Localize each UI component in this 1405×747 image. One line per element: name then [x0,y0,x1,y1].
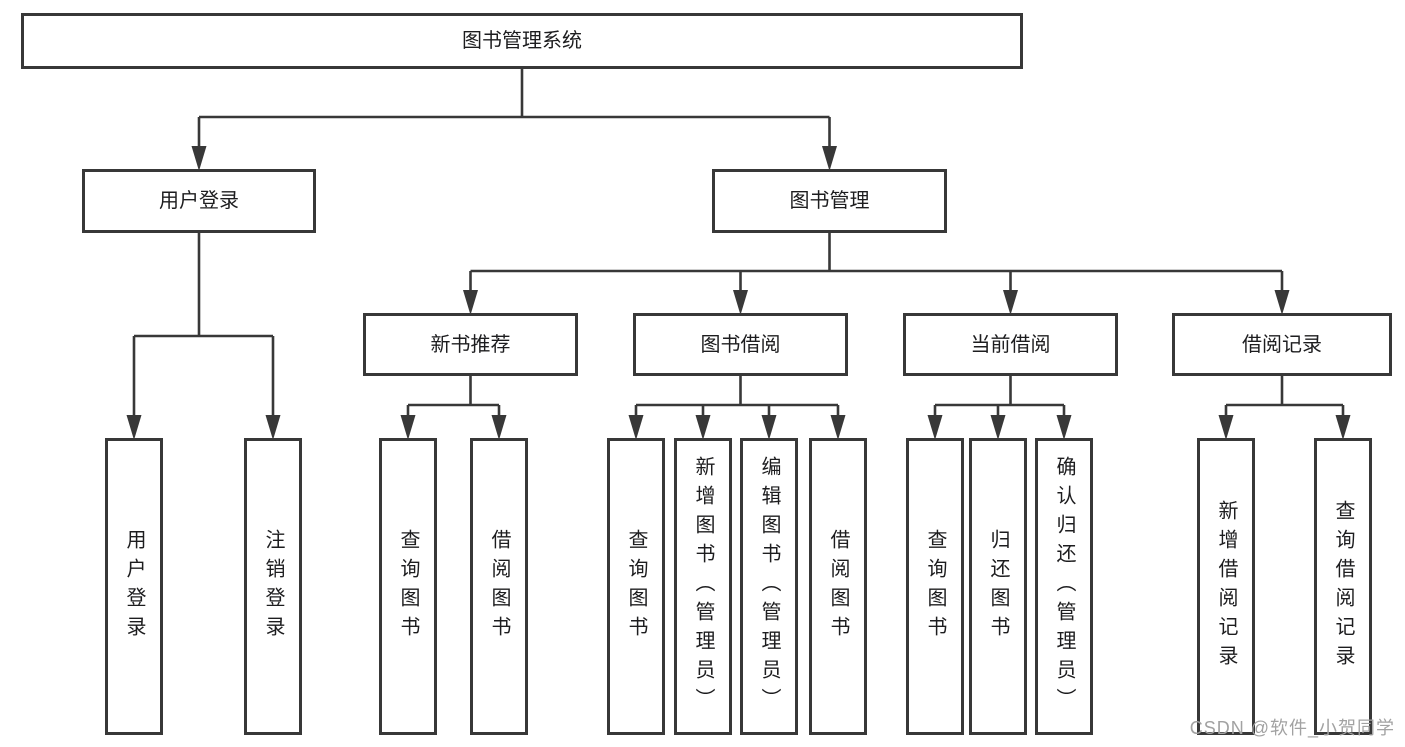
node-nbr-query: 查询图书 [379,438,437,735]
node-leaf-user-login: 用户登录 [105,438,163,735]
node-bb-edit: 编辑图书（管理员） [740,438,798,735]
node-current-borrow: 当前借阅 [903,313,1118,376]
node-new-book-rec: 新书推荐 [363,313,578,376]
node-user-login: 用户登录 [82,169,316,233]
node-book-mgmt: 图书管理 [712,169,947,233]
node-bb-add: 新增图书（管理员） [674,438,732,735]
node-book-borrow: 图书借阅 [633,313,848,376]
node-leaf-logout: 注销登录 [244,438,302,735]
node-bb-borrow: 借阅图书 [809,438,867,735]
node-br-add: 新增借阅记录 [1197,438,1255,735]
node-cb-query: 查询图书 [906,438,964,735]
node-nbr-borrow: 借阅图书 [470,438,528,735]
node-cb-confirm: 确认归还（管理员） [1035,438,1093,735]
node-br-query: 查询借阅记录 [1314,438,1372,735]
node-cb-return: 归还图书 [969,438,1027,735]
node-bb-query: 查询图书 [607,438,665,735]
watermark: CSDN @软件_小贺同学 [1189,718,1395,738]
node-root: 图书管理系统 [21,13,1023,69]
node-borrow-records: 借阅记录 [1172,313,1392,376]
